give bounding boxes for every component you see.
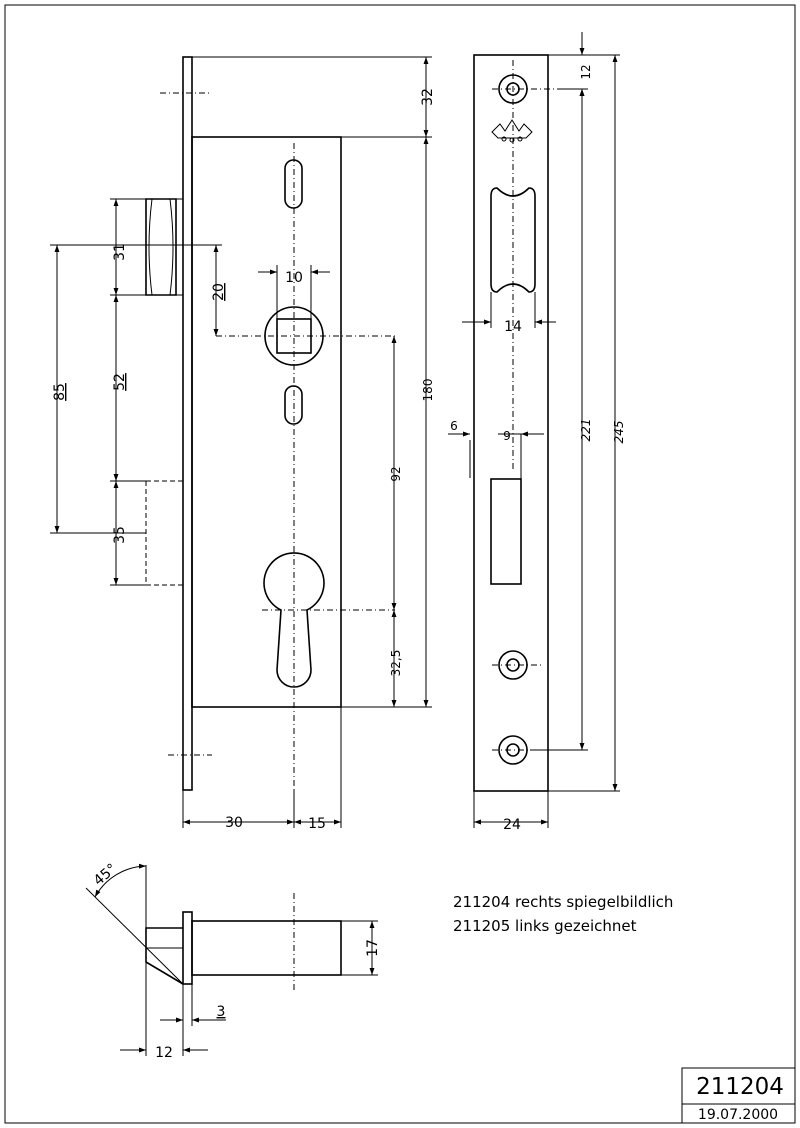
dim-52: 52	[112, 373, 128, 391]
dim-12: 12	[579, 64, 593, 79]
dim-45-degrees: 45°	[91, 861, 120, 889]
faceplate-front-view	[473, 54, 560, 792]
dim-221: 221	[579, 419, 593, 442]
dim-20: 20	[211, 283, 227, 301]
dim-35: 35	[112, 526, 128, 544]
note-line-1: 211204 rechts spiegelbildlich	[453, 893, 673, 911]
note-line-2: 211205 links gezeichnet	[453, 917, 637, 935]
side-view-dimensions: 32 180 92 32,5 31 52 35 85 20 10 30 15	[50, 56, 436, 832]
dim-15: 15	[308, 816, 326, 832]
latch-head	[145, 927, 184, 985]
drawing-number: 211204	[696, 1074, 784, 1100]
sheet-border	[4, 4, 796, 1124]
dim-245: 245	[612, 421, 626, 444]
front-view-dimensions: 12 221 245 14 6 9 24	[448, 32, 626, 833]
dim-24: 24	[503, 817, 521, 833]
bolt-opening	[490, 478, 522, 585]
lock-case	[191, 136, 342, 708]
dead-bolt	[145, 480, 183, 586]
dim-17: 17	[365, 939, 381, 957]
cylinder-hole	[263, 552, 325, 688]
dim-6: 6	[450, 419, 458, 433]
dim-14: 14	[504, 319, 522, 335]
latch-collar	[182, 911, 193, 985]
dim-31: 31	[112, 243, 128, 261]
dim-10: 10	[285, 270, 303, 286]
dim-9: 9	[503, 429, 511, 443]
dim-3: 3	[217, 1004, 226, 1020]
dim-85: 85	[52, 383, 68, 401]
dim-30: 30	[225, 815, 243, 831]
dim-12-detail: 12	[155, 1045, 173, 1061]
dim-92: 92	[389, 466, 403, 481]
faceplate-front	[473, 54, 549, 792]
dim-180: 180	[421, 379, 435, 402]
drawing-date: 19.07.2000	[698, 1107, 778, 1123]
latch-opening	[490, 187, 536, 293]
dim-32-5: 32,5	[389, 650, 403, 677]
latch-body	[191, 920, 342, 976]
latch-detail-view: 45° 17 3 12	[85, 861, 381, 1061]
crown-logo-icon	[491, 119, 533, 143]
faceplate-side	[182, 56, 193, 791]
lock-side-view	[145, 56, 395, 820]
title-block: 211204 19.07.2000	[681, 1067, 796, 1124]
dim-32: 32	[420, 88, 436, 106]
